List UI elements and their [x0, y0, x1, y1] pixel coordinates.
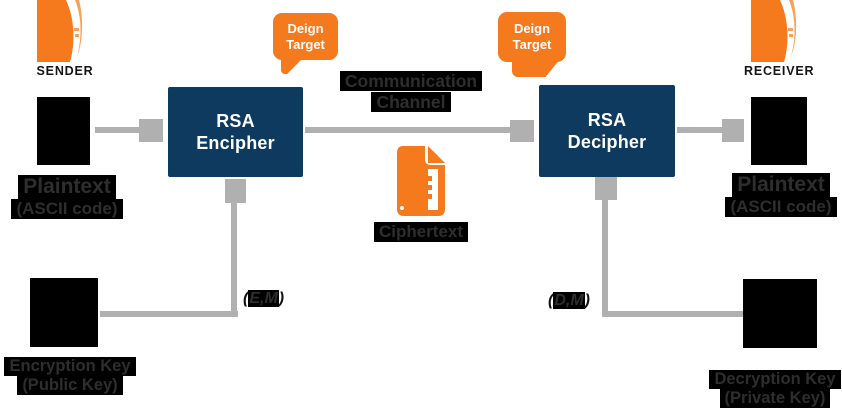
connector-channel-to-decipher-nub: [510, 120, 534, 142]
communication-channel-label: Communication Channel: [339, 71, 483, 112]
decryption-key-subtitle: (Private Key): [719, 389, 831, 409]
plaintext-right-subtitle: (ASCII code): [725, 196, 837, 217]
plaintext-right-label: Plaintext (ASCII code): [720, 173, 842, 217]
decryption-key-label: Decryption Key (Private Key): [706, 370, 842, 409]
deign-target-bubble-left: Deign Target: [273, 13, 338, 60]
connector-encipher-key-hline: [100, 311, 238, 317]
connector-plaintext-to-encipher-nub: [139, 119, 163, 142]
bubble-right-line1: Deign: [513, 21, 551, 36]
rsa-decipher-box: RSA Decipher: [539, 85, 675, 177]
connector-decipher-key-hline: [602, 311, 743, 317]
channel-line1: Communication: [339, 71, 483, 92]
encryption-key-label: Encryption Key (Public Key): [0, 357, 140, 396]
deign-target-bubble-right: Deign Target: [498, 12, 566, 62]
encipher-line2: Encipher: [196, 133, 275, 153]
receiver-person-icon: [750, 0, 807, 62]
plaintext-left-subtitle: (ASCII code): [11, 198, 123, 219]
sender-person-icon: [37, 0, 92, 62]
receiver-label: RECEIVER: [744, 64, 815, 78]
sender-plaintext-image: [37, 97, 90, 165]
encryption-key-subtitle: (Public Key): [17, 376, 123, 396]
encryption-key-title: Encryption Key: [4, 357, 136, 377]
decryption-key-title: Decryption Key: [709, 370, 841, 390]
bubble-right-line2: Target: [512, 37, 552, 52]
connector-plaintext-to-encipher-line: [95, 127, 139, 133]
connector-decipher-key-vline: [602, 198, 608, 317]
decryption-key-image: [743, 279, 817, 348]
communication-channel-line: [305, 127, 510, 133]
plaintext-left-label: Plaintext (ASCII code): [2, 175, 132, 219]
plaintext-right-title: Plaintext: [732, 173, 830, 197]
bubble-right-tail: [512, 59, 560, 77]
connector-decipher-key-nub: [595, 177, 617, 200]
bubble-left-line1: Deign: [287, 20, 324, 36]
sender-label: SENDER: [36, 64, 94, 78]
receiver-plaintext-image: [751, 97, 807, 165]
ciphertext-label: Ciphertext: [371, 222, 471, 242]
decipher-line2: Decipher: [567, 132, 647, 152]
bubble-left-tail: [281, 58, 303, 74]
channel-line2: Channel: [371, 91, 451, 112]
em-pair-label: (E,M): [243, 290, 285, 307]
connector-encipher-key-vline: [231, 202, 237, 317]
dm-pair-label: (D,M): [548, 292, 590, 309]
encipher-line1: RSA: [216, 111, 255, 131]
encryption-key-image: [30, 278, 98, 347]
ciphertext-document-icon: [393, 145, 447, 217]
connector-decipher-to-plaintext-nub: [722, 119, 744, 142]
plaintext-left-title: Plaintext: [18, 175, 116, 199]
connector-encipher-key-nub: [225, 179, 246, 203]
bubble-left-line2: Target: [286, 36, 325, 52]
decipher-line1: RSA: [587, 110, 627, 130]
connector-decipher-to-plaintext-line: [677, 127, 722, 133]
rsa-encipher-box: RSA Encipher: [168, 87, 303, 177]
